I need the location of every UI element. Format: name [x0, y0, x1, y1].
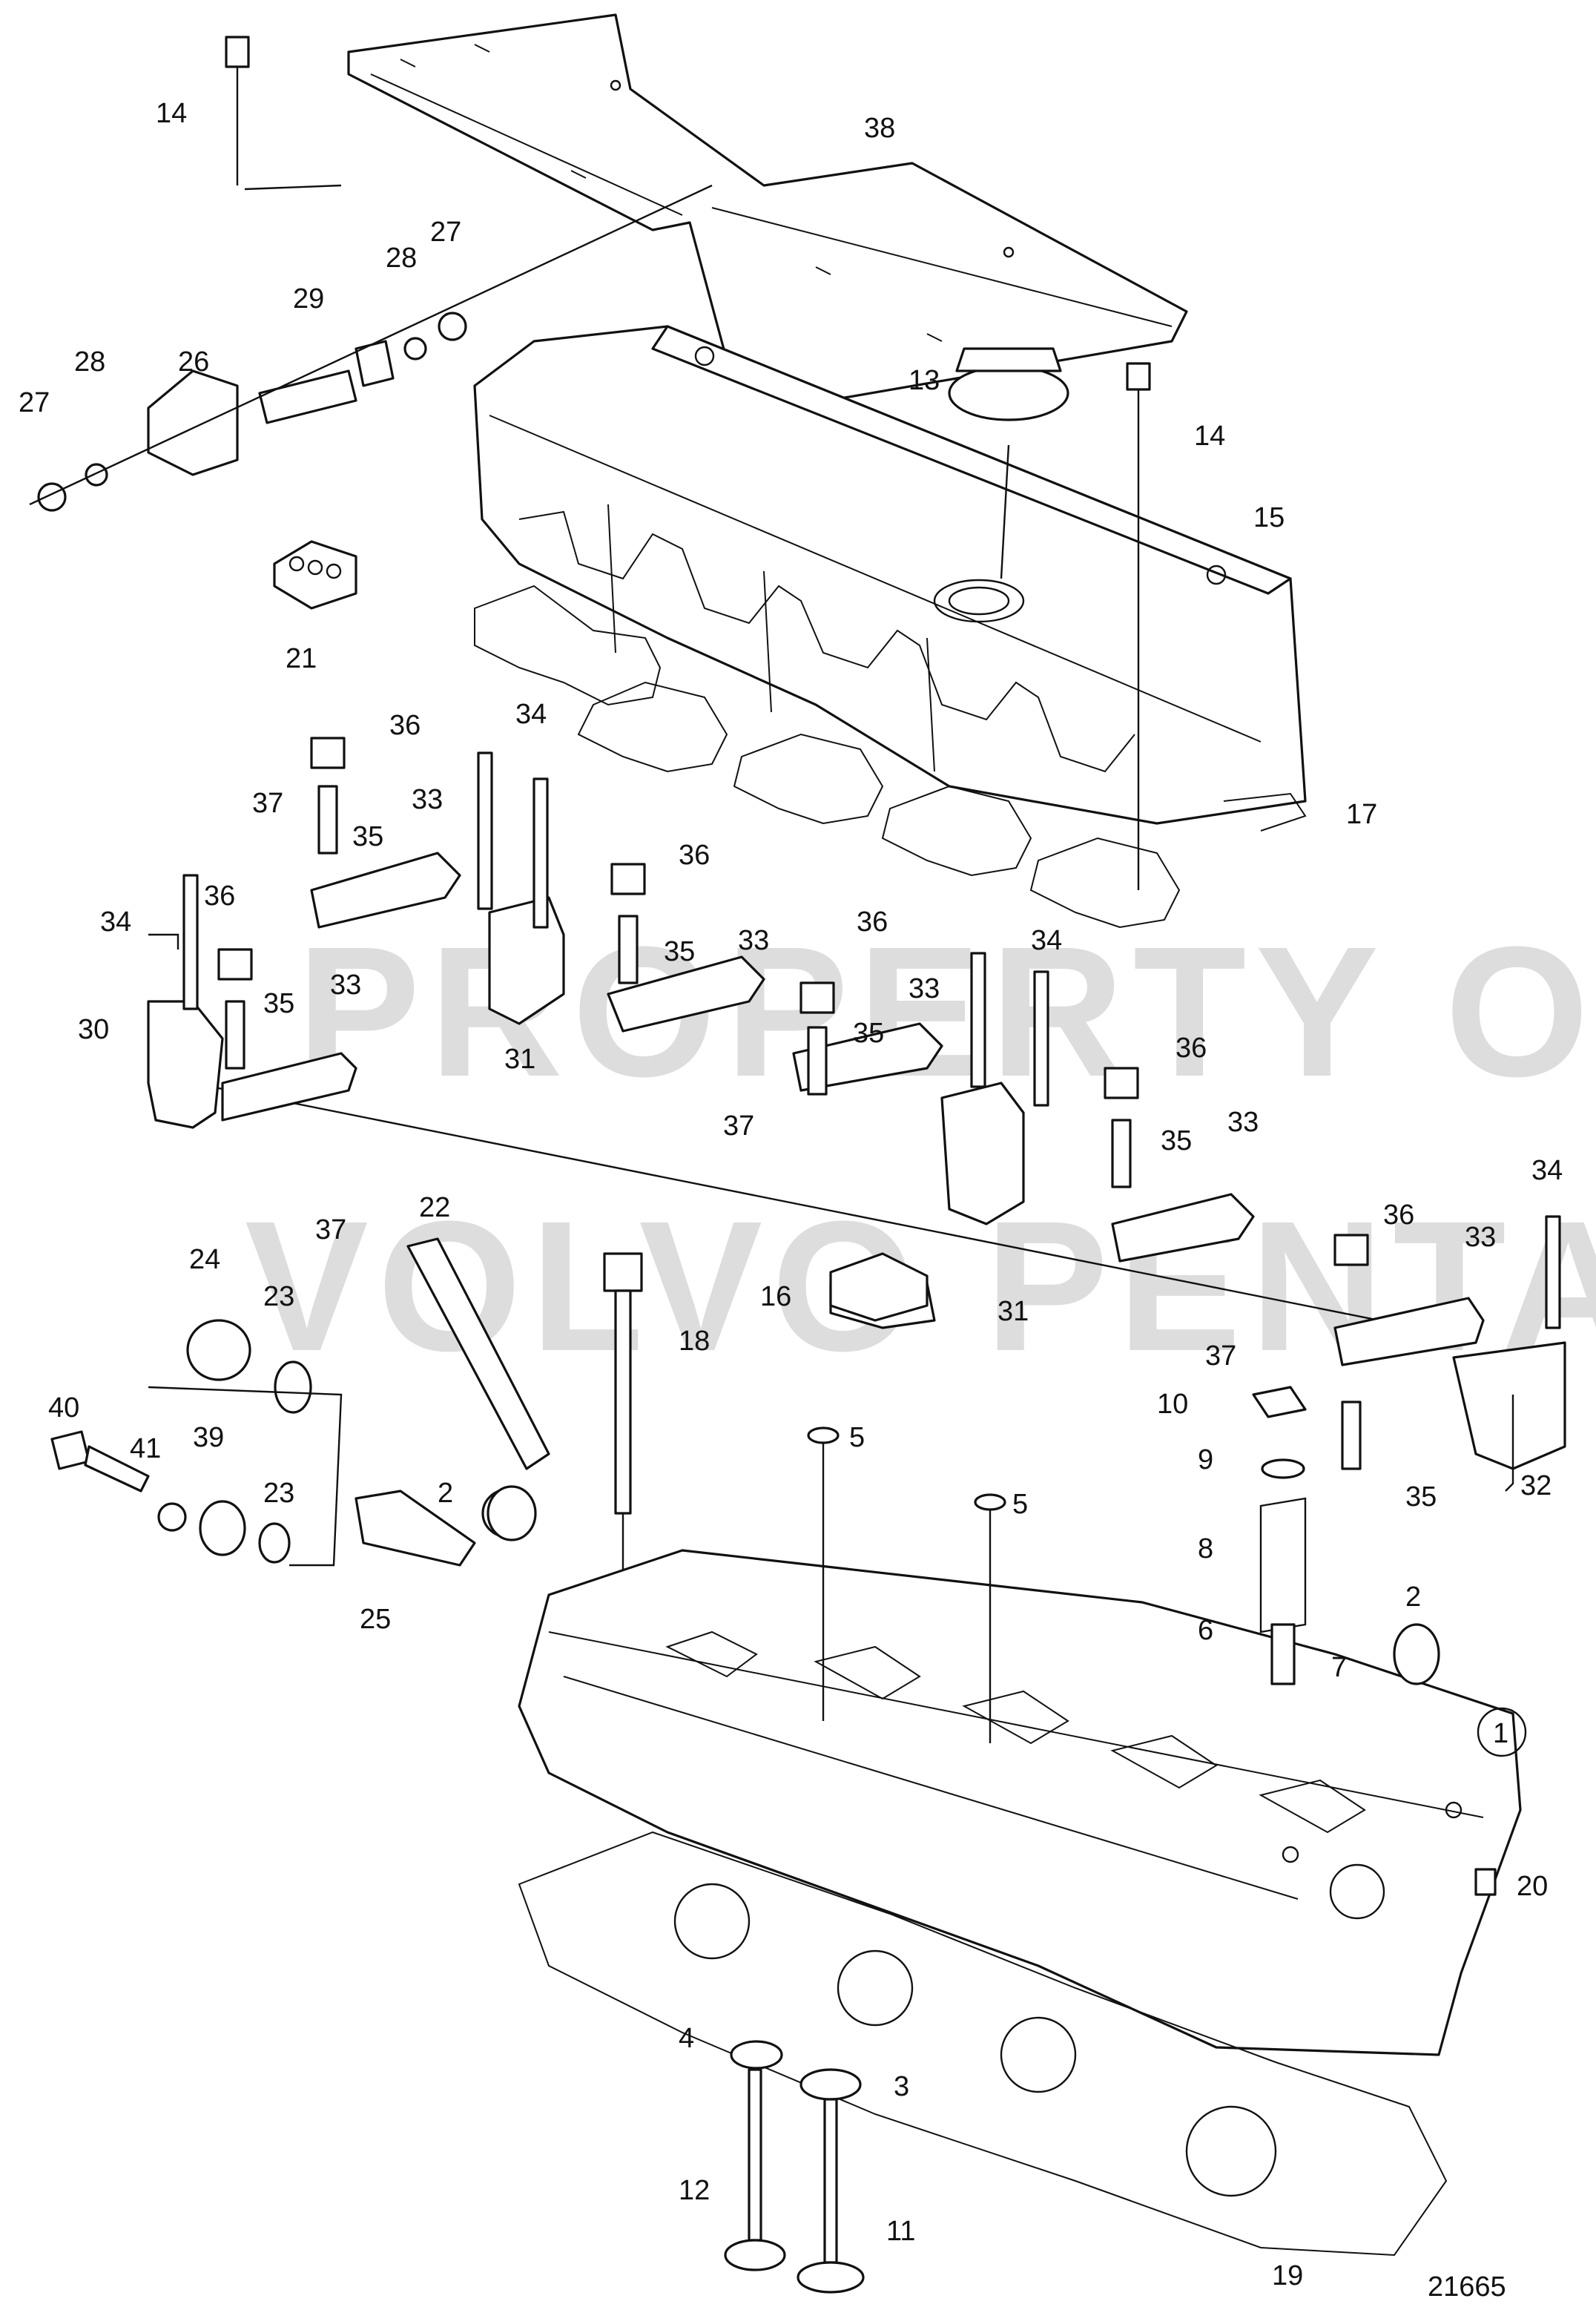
- cylinder-head-gasket: [518, 1831, 1448, 2257]
- callout-40: 40: [48, 1392, 79, 1424]
- callout-9: 9: [1198, 1444, 1213, 1475]
- camshaft-plug: [273, 540, 357, 610]
- callout-14: 14: [156, 98, 187, 129]
- valve-cover: [473, 325, 1307, 825]
- callout-28: 28: [74, 346, 105, 378]
- callout-16: 16: [760, 1281, 791, 1312]
- callout-7: 7: [1331, 1652, 1347, 1683]
- callout-37: 37: [1205, 1340, 1236, 1372]
- callout-28: 28: [386, 243, 417, 274]
- callout-23: 23: [263, 1281, 294, 1312]
- callout-4: 4: [679, 2023, 694, 2054]
- cylinder-head: [518, 1549, 1522, 2056]
- callout-3: 3: [894, 2071, 909, 2102]
- callout-37: 37: [723, 1110, 754, 1142]
- callout-11: 11: [886, 2216, 915, 2247]
- callout-12: 12: [679, 2175, 710, 2206]
- callout-25: 25: [360, 1604, 391, 1635]
- callout-34: 34: [515, 699, 547, 730]
- callout-1: 1: [1493, 1718, 1508, 1749]
- callout-33: 33: [330, 970, 361, 1001]
- callout-18: 18: [679, 1326, 710, 1357]
- callout-33: 33: [1465, 1222, 1496, 1253]
- callout-35: 35: [263, 988, 294, 1019]
- callout-2: 2: [1405, 1582, 1421, 1613]
- callout-10: 10: [1157, 1389, 1188, 1420]
- callout-39: 39: [193, 1422, 224, 1453]
- cylinder-head-bolt: [603, 1252, 643, 1647]
- callout-36: 36: [204, 881, 235, 912]
- callout-35: 35: [352, 821, 383, 852]
- callout-19: 19: [1272, 2260, 1303, 2291]
- oil-filler-cap: [948, 347, 1069, 579]
- callout-37: 37: [315, 1214, 346, 1245]
- callout-5: 5: [849, 1422, 865, 1453]
- callout-21: 21: [286, 643, 317, 674]
- callout-41: 41: [130, 1433, 161, 1464]
- callout-30: 30: [78, 1014, 109, 1045]
- callout-33: 33: [738, 925, 769, 956]
- bracket-assembly: [29, 184, 713, 512]
- drawing-number: 21665: [1428, 2271, 1506, 2303]
- callout-35: 35: [853, 1018, 884, 1049]
- callout-27: 27: [19, 387, 50, 418]
- callout-35: 35: [1405, 1481, 1437, 1513]
- callout-13: 13: [909, 365, 940, 396]
- callout-35: 35: [664, 936, 695, 967]
- callout-34: 34: [1531, 1155, 1563, 1186]
- callout-26: 26: [178, 346, 209, 378]
- callout-23: 23: [263, 1478, 294, 1509]
- callout-8: 8: [1198, 1533, 1213, 1564]
- heat-shield-plate: [347, 13, 1188, 417]
- callout-34: 34: [1031, 925, 1062, 956]
- callout-31: 31: [504, 1044, 535, 1075]
- rocker-arm-assembly: [147, 852, 1566, 1470]
- misc-small-parts: [50, 1237, 929, 1567]
- callout-22: 22: [419, 1192, 450, 1223]
- callout-labels: 1 2 2 3 4 5 5 6 7 8 9 10 11 12 13 14 14 …: [19, 98, 1563, 2291]
- callout-34: 34: [100, 906, 131, 938]
- rocker-fasteners: [182, 737, 1561, 1470]
- bolt-right: [1126, 362, 1151, 890]
- callout-14: 14: [1194, 421, 1225, 452]
- callout-15: 15: [1253, 502, 1285, 533]
- callout-27: 27: [430, 217, 461, 248]
- callout-38: 38: [864, 113, 895, 144]
- callout-35: 35: [1161, 1125, 1192, 1156]
- callout-31: 31: [998, 1296, 1029, 1327]
- callout-32: 32: [1520, 1470, 1552, 1501]
- callout-33: 33: [1227, 1107, 1259, 1138]
- callout-6: 6: [1198, 1615, 1213, 1646]
- callout-leaders: [148, 933, 1514, 1492]
- callout-36: 36: [389, 710, 421, 741]
- callout-29: 29: [293, 283, 324, 315]
- callout-33: 33: [412, 784, 443, 815]
- valve-train-parts: [487, 1386, 1497, 2294]
- callout-20: 20: [1517, 1871, 1548, 1902]
- callout-17: 17: [1346, 799, 1377, 830]
- callout-5: 5: [1012, 1489, 1028, 1520]
- callout-36: 36: [1175, 1033, 1207, 1064]
- callout-36: 36: [1383, 1199, 1414, 1231]
- callout-2: 2: [438, 1478, 453, 1509]
- bolt-top-left: [225, 36, 342, 191]
- callout-36: 36: [679, 840, 710, 871]
- valve-cover-gasket: [474, 585, 1307, 929]
- callout-37: 37: [252, 788, 283, 819]
- callout-36: 36: [857, 906, 888, 938]
- callout-33: 33: [909, 973, 940, 1004]
- callout-24: 24: [189, 1244, 220, 1275]
